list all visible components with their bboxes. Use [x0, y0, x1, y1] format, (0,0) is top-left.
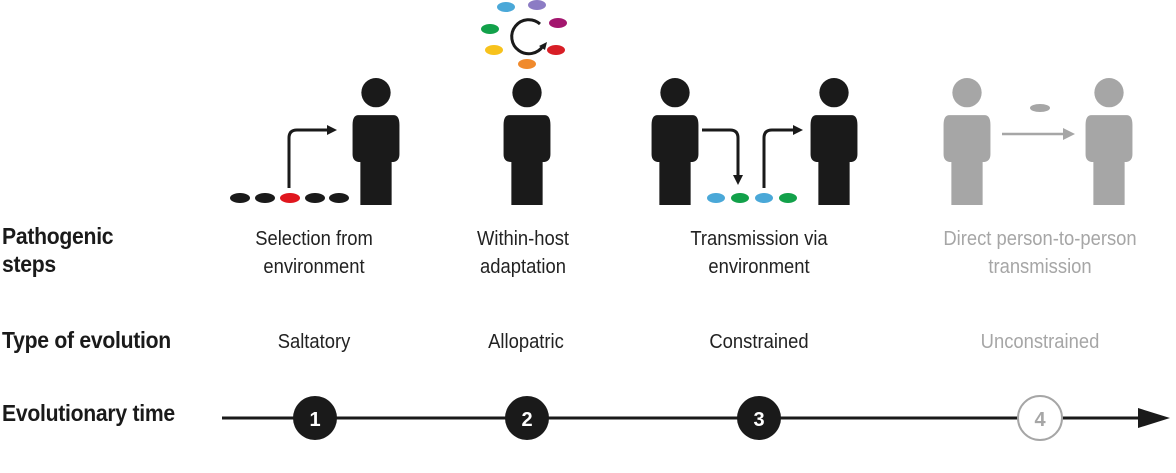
- stage-2-illustration: [481, 0, 567, 205]
- pathogen-dot-icon: [305, 193, 325, 203]
- selected-pathogen-dot-icon: [280, 193, 300, 203]
- step-text: Direct person-to-person: [943, 228, 1137, 250]
- variant-dot-icon: [528, 0, 546, 10]
- timeline-arrowhead-icon: [1138, 408, 1170, 428]
- pathogen-dot-icon: [707, 193, 725, 203]
- timeline-marker-3: 3: [737, 396, 781, 440]
- variant-dot-icon: [518, 59, 536, 69]
- variant-dot-icon: [547, 45, 565, 55]
- evolution-type-4: Unconstrained: [980, 331, 1100, 353]
- variant-dot-icon: [497, 2, 515, 12]
- pathogen-dot-icon: [255, 193, 275, 203]
- marker-circle: [293, 396, 337, 440]
- timeline-marker-4: 4: [1017, 395, 1063, 441]
- timeline: 1 2 3 4: [222, 395, 1170, 441]
- person-icon: [651, 78, 699, 205]
- marker-number: 2: [521, 409, 532, 431]
- step-text: adaptation: [480, 256, 566, 278]
- stage-3-illustration: [651, 78, 858, 205]
- person-icon: [943, 78, 991, 205]
- variant-dot-icon: [485, 45, 503, 55]
- variant-dot-icon: [481, 24, 499, 34]
- person-icon: [810, 78, 858, 205]
- shedding-arrow-icon: [702, 128, 743, 185]
- pathogen-dots-environment: [230, 193, 349, 203]
- pathogenic-step-2: Within-host adaptation: [422, 225, 624, 281]
- cycle-arrowhead-icon: [539, 42, 547, 50]
- step-text: Within-host: [476, 228, 570, 250]
- cycle-arrow-icon: [510, 18, 545, 56]
- marker-number: 4: [1034, 409, 1046, 431]
- variant-dot-icon: [549, 18, 567, 28]
- person-icon: [1085, 78, 1133, 205]
- step-text: Transmission via: [690, 228, 828, 250]
- pathogenic-step-4: Direct person-to-person transmission: [939, 225, 1141, 281]
- pathogen-dot-icon: [329, 193, 349, 203]
- pathogen-dot-icon: [779, 193, 797, 203]
- pathogen-dot-icon: [755, 193, 773, 203]
- row-label-line: steps: [2, 251, 56, 277]
- selection-arrow-icon: [287, 125, 337, 188]
- timeline-marker-1: 1: [293, 396, 337, 440]
- marker-number: 3: [753, 409, 764, 431]
- person-icon: [503, 78, 551, 205]
- step-text: environment: [263, 256, 365, 278]
- evolution-type-2: Allopatric: [488, 331, 564, 353]
- row-label-pathogenic-steps: Pathogenic steps: [2, 222, 114, 278]
- marker-circle: [1017, 395, 1063, 441]
- pathogen-dot-icon: [1030, 104, 1050, 112]
- step-text: environment: [708, 256, 810, 278]
- evolution-type-1: Saltatory: [277, 331, 351, 353]
- stage-4-illustration: [943, 78, 1133, 205]
- row-label-type-of-evolution: Type of evolution: [2, 327, 171, 353]
- marker-number: 1: [309, 409, 320, 431]
- marker-circle: [737, 396, 781, 440]
- row-label-evolutionary-time: Evolutionary time: [2, 400, 175, 426]
- marker-circle: [505, 396, 549, 440]
- pathogen-dot-icon: [731, 193, 749, 203]
- row-label-line: Pathogenic: [2, 223, 114, 249]
- acquisition-arrow-icon: [762, 125, 803, 188]
- step-text: Selection from: [255, 228, 373, 250]
- step-text: transmission: [988, 256, 1092, 278]
- pathogen-dot-icon: [230, 193, 250, 203]
- stage-1-illustration: [230, 78, 400, 205]
- evolution-type-3: Constrained: [709, 331, 809, 353]
- pathogenic-step-3: Transmission via environment: [658, 225, 860, 281]
- timeline-marker-2: 2: [505, 396, 549, 440]
- pathogenic-step-1: Selection from environment: [213, 225, 415, 281]
- person-icon: [352, 78, 400, 205]
